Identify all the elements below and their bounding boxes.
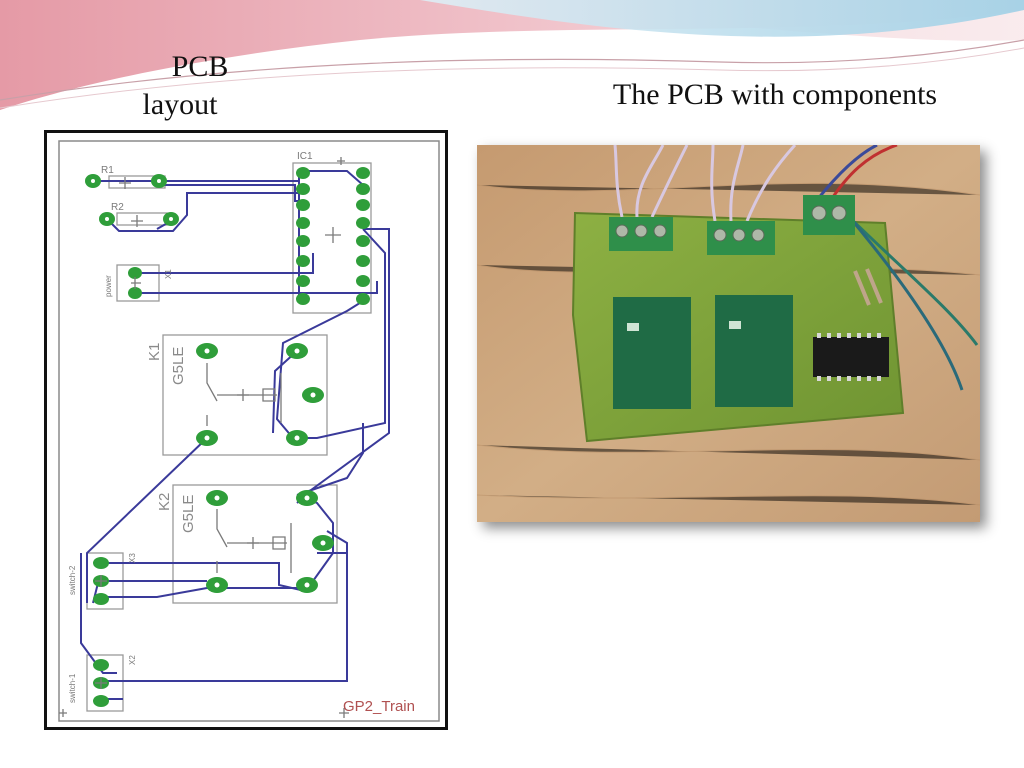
switch2-label: switch-2 bbox=[68, 565, 77, 595]
power-outline bbox=[116, 264, 160, 302]
relay-2 bbox=[715, 295, 793, 407]
pcb-layout-title-line1: PCB bbox=[171, 50, 229, 83]
pcb-components-title: The PCB with components bbox=[612, 78, 938, 111]
pcb-photo bbox=[477, 145, 980, 522]
board-outline bbox=[58, 140, 440, 722]
ic-chip bbox=[813, 337, 889, 377]
k2-label: K2 bbox=[156, 493, 173, 511]
pcb-layout-title-line2: layout bbox=[142, 88, 218, 121]
board-name-label: GP2_Train bbox=[343, 698, 415, 715]
x3-label: X3 bbox=[128, 553, 137, 563]
x2-outline bbox=[86, 654, 124, 712]
k1-outline bbox=[162, 334, 328, 456]
x2-label: X2 bbox=[128, 655, 137, 665]
k2-outline bbox=[172, 484, 338, 604]
power-label: power bbox=[104, 275, 113, 297]
pcb-layout-image: R1 R2 IC1 power X1 switch-2 X3 switch-1 … bbox=[44, 130, 448, 730]
switch1-label: switch-1 bbox=[68, 673, 77, 703]
ic1-label: IC1 bbox=[297, 151, 313, 162]
r2-outline bbox=[116, 212, 168, 226]
terminal-block-3 bbox=[803, 195, 855, 235]
r2-label: R2 bbox=[111, 202, 124, 213]
k1-label: K1 bbox=[146, 343, 163, 361]
k1-part-label: G5LE bbox=[170, 347, 187, 385]
k2-part-label: G5LE bbox=[180, 495, 197, 533]
x1-label: X1 bbox=[164, 269, 173, 279]
pcb-layout-title: PCB layout bbox=[120, 48, 240, 124]
r1-label: R1 bbox=[101, 165, 114, 176]
relay-1 bbox=[613, 297, 691, 409]
